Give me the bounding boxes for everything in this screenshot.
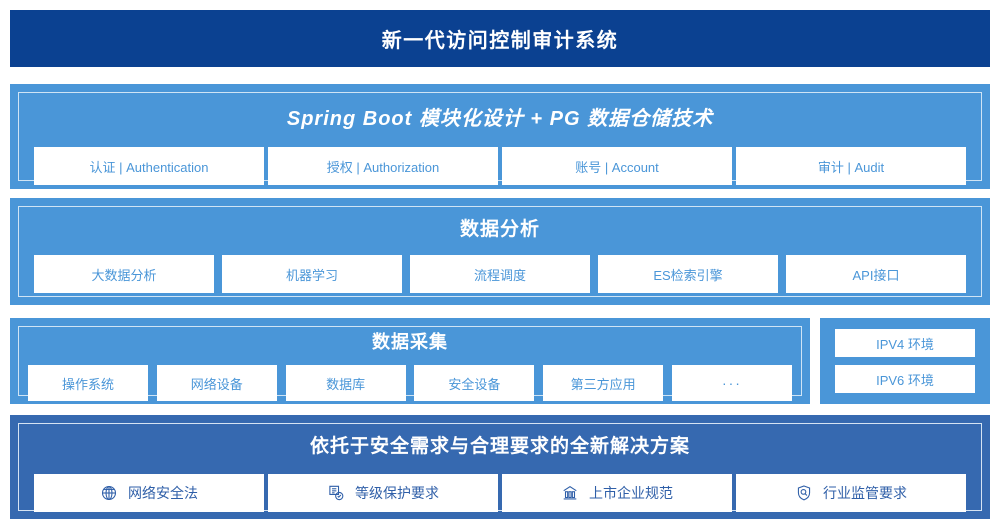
card-account[interactable]: 账号 | Account: [502, 147, 732, 185]
card-classified-protection[interactable]: 等级保护要求: [268, 474, 498, 512]
card-es-search-engine[interactable]: ES检索引擎: [598, 255, 778, 293]
header-banner: 新一代访问控制审计系统: [10, 10, 990, 67]
section-springboot: Spring Boot 模块化设计 + PG 数据仓储技术 认证 | Authe…: [10, 84, 990, 189]
section-solution: 依托于安全需求与合理要求的全新解决方案 网络安全法: [10, 415, 990, 519]
section-solution-cards: 网络安全法 等级保护要求: [34, 474, 966, 512]
card-label: 等级保护要求: [355, 485, 439, 501]
card-authorization[interactable]: 授权 | Authorization: [268, 147, 498, 185]
section-data-analysis: 数据分析 大数据分析 机器学习 流程调度 ES检索引擎 API接口: [10, 198, 990, 305]
card-api-interface[interactable]: API接口: [786, 255, 966, 293]
page-title: 新一代访问控制审计系统: [381, 30, 619, 52]
shield-search-icon: [795, 484, 813, 502]
bank-icon: [561, 484, 579, 502]
card-label: 行业监管要求: [823, 485, 907, 501]
card-big-data-analysis[interactable]: 大数据分析: [34, 255, 214, 293]
section-springboot-title: Spring Boot 模块化设计 + PG 数据仓储技术: [286, 108, 714, 130]
globe-icon: [100, 484, 118, 502]
section-data-collection-cards: 操作系统 网络设备 数据库 安全设备 第三方应用 ···: [28, 365, 792, 401]
card-process-scheduling[interactable]: 流程调度: [410, 255, 590, 293]
card-ipv4-environment[interactable]: IPV4 环境: [835, 329, 975, 357]
section-solution-title: 依托于安全需求与合理要求的全新解决方案: [309, 436, 690, 457]
card-label: 上市企业规范: [589, 485, 673, 501]
section-ipv-environment: IPV4 环境 IPV6 环境: [820, 318, 990, 404]
panel-inner-border: [18, 206, 982, 297]
card-label: 网络安全法: [128, 485, 198, 501]
card-ipv6-environment[interactable]: IPV6 环境: [835, 365, 975, 393]
card-database[interactable]: 数据库: [285, 365, 406, 401]
card-audit[interactable]: 审计 | Audit: [736, 147, 966, 185]
section-data-collection: 数据采集 操作系统 网络设备 数据库 安全设备 第三方应用 ···: [10, 318, 810, 404]
card-machine-learning[interactable]: 机器学习: [222, 255, 402, 293]
section-data-analysis-cards: 大数据分析 机器学习 流程调度 ES检索引擎 API接口: [34, 255, 966, 293]
panel-inner-border: [18, 326, 802, 396]
card-operating-system[interactable]: 操作系统: [28, 365, 148, 401]
card-security-device[interactable]: 安全设备: [414, 365, 535, 401]
panel-inner-border: [18, 423, 982, 511]
section-data-analysis-title: 数据分析: [459, 219, 540, 240]
card-authentication[interactable]: 认证 | Authentication: [34, 147, 264, 185]
panel-inner-border: [18, 92, 982, 181]
card-third-party-app[interactable]: 第三方应用: [543, 365, 664, 401]
section-springboot-cards: 认证 | Authentication 授权 | Authorization 账…: [34, 147, 966, 185]
section-data-collection-title: 数据采集: [372, 332, 448, 352]
card-network-device[interactable]: 网络设备: [156, 365, 277, 401]
card-listed-enterprise-standard[interactable]: 上市企业规范: [502, 474, 732, 512]
card-industry-regulation[interactable]: 行业监管要求: [736, 474, 966, 512]
card-cybersecurity-law[interactable]: 网络安全法: [34, 474, 264, 512]
card-more-ellipsis[interactable]: ···: [671, 365, 792, 401]
document-check-icon: [327, 484, 345, 502]
